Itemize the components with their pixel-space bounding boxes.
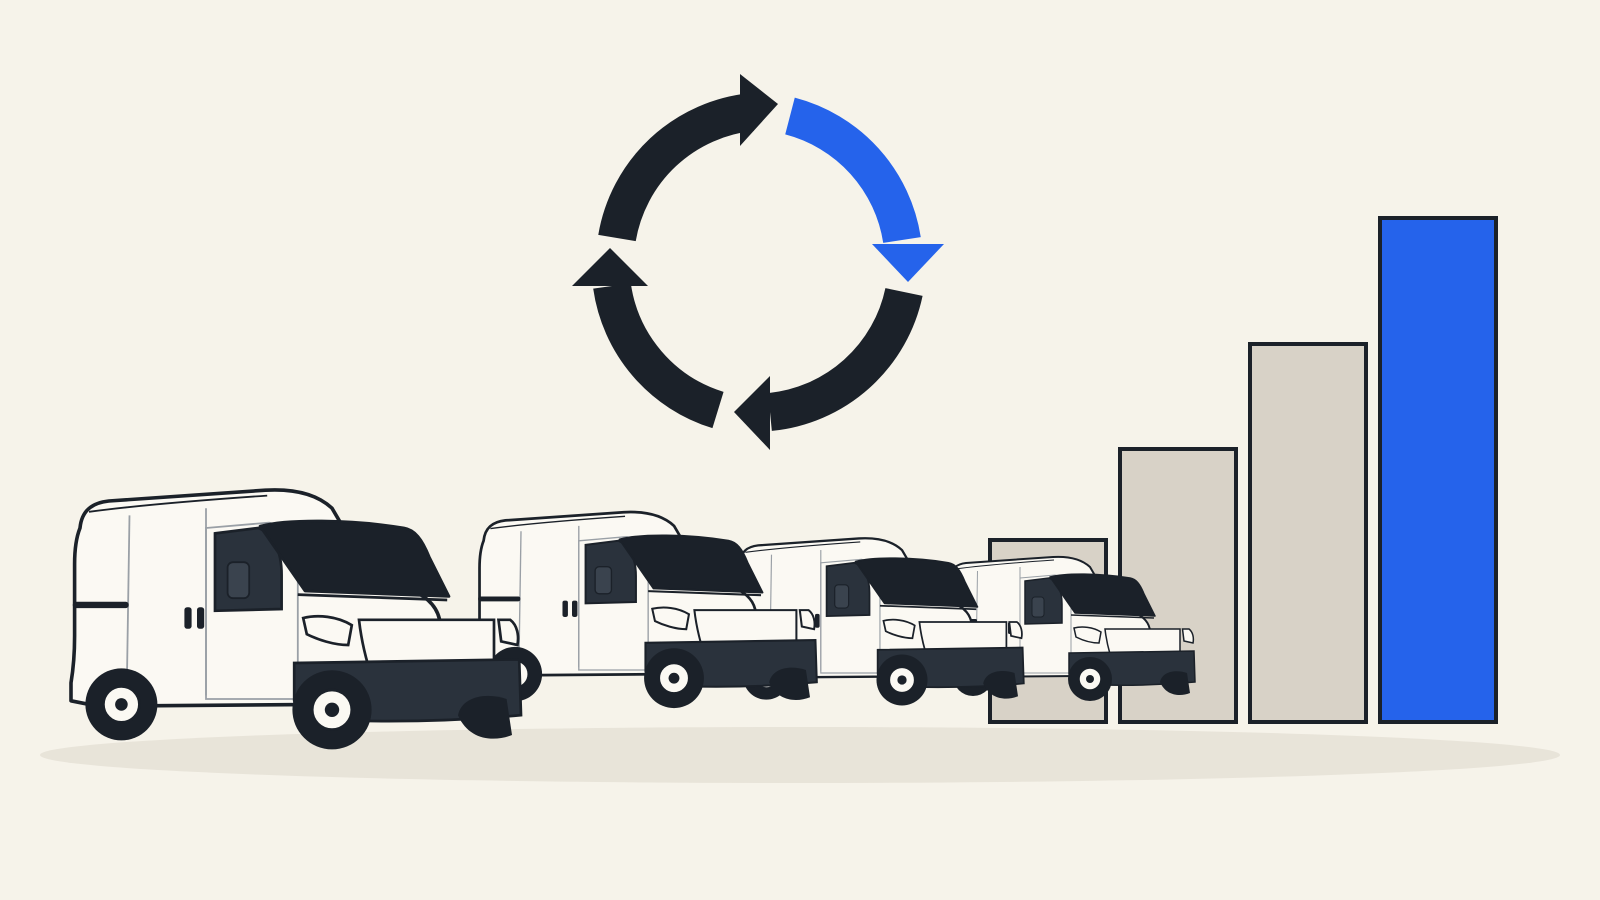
cycle-arrowhead-bottom-right [734, 376, 770, 450]
van-1 [69, 488, 523, 752]
van-2 [475, 510, 819, 710]
cycle-arrow-top-left [598, 93, 755, 242]
cycle-arrowhead-top-left [740, 74, 778, 146]
bar-4 [1378, 216, 1498, 724]
cycle-arrow-top-right [784, 97, 921, 244]
bar-3 [1248, 342, 1368, 724]
cycle-icon [572, 74, 944, 450]
cycle-arrowhead-bottom-left [572, 248, 648, 286]
cycle-arrow-bottom-left [593, 282, 725, 429]
ground-shadow [40, 727, 1560, 783]
cycle-arrow-bottom-right [767, 287, 923, 431]
cycle-arrowhead-top-right [872, 244, 944, 282]
